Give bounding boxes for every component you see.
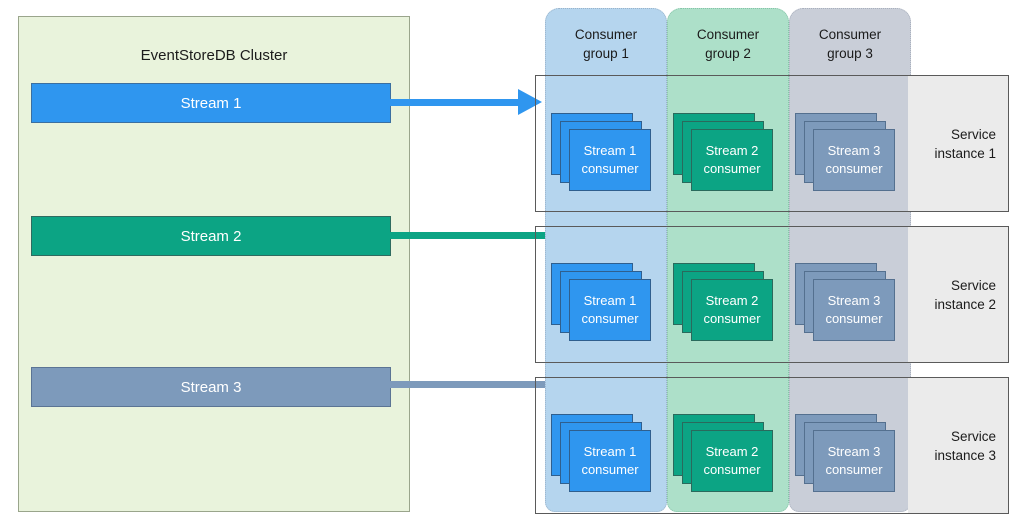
group-label-line-2: group 3 — [827, 46, 873, 61]
consumer-card-front: Stream 3 consumer — [813, 279, 895, 341]
service-label-line-2: instance 2 — [934, 296, 996, 312]
consumer-card-front: Stream 1 consumer — [569, 129, 651, 191]
consumer-label-line-1: Stream 1 — [583, 444, 637, 459]
eventstoredb-cluster-panel: EventStoreDB Cluster Stream 1 Stream 2 S… — [18, 16, 410, 512]
arrow-head — [518, 89, 542, 115]
consumer-card-front: Stream 1 consumer — [569, 430, 651, 492]
consumer-label-line-1: Stream 3 — [827, 293, 881, 308]
consumer-label-line-1: Stream 2 — [705, 293, 759, 308]
consumer-card-front: Stream 2 consumer — [691, 430, 773, 492]
group-label-line-1: Consumer — [818, 27, 882, 42]
cluster-title: EventStoreDB Cluster — [140, 47, 288, 64]
service-label-line-1: Service — [950, 126, 996, 142]
stream-2-box: Stream 2 — [31, 216, 391, 256]
service-instance-fill — [908, 378, 1008, 513]
consumer-label-line-2: consumer — [825, 311, 883, 326]
consumer-label-line-2: consumer — [825, 462, 883, 477]
service-label-line-2: instance 1 — [934, 145, 996, 161]
stream-2-consumer-stack-instance-3: Stream 2 consumer — [673, 414, 773, 496]
stream-3-consumer-stack-instance-1: Stream 3 consumer — [795, 113, 895, 195]
stream-3-consumer-stack-instance-3: Stream 3 consumer — [795, 414, 895, 496]
service-instance-2-label: Service instance 2 — [910, 227, 996, 362]
consumer-group-3-label: Consumer group 3 — [790, 25, 910, 63]
consumer-label-line-2: consumer — [581, 311, 639, 326]
stream-1-consumer-stack-instance-1: Stream 1 consumer — [551, 113, 651, 195]
service-instance-1-row: Service instance 1 — [535, 75, 1009, 212]
consumer-label-line-2: consumer — [703, 161, 761, 176]
group-label-line-1: Consumer — [574, 27, 638, 42]
arrow-shaft — [390, 99, 520, 106]
service-instance-2-row: Service instance 2 — [535, 226, 1009, 363]
service-label-line-2: instance 3 — [934, 447, 996, 463]
group-label-line-2: group 1 — [583, 46, 629, 61]
arrow-stream-1-to-group-1 — [390, 89, 542, 115]
consumer-label-line-1: Stream 3 — [827, 444, 881, 459]
consumer-card-front: Stream 2 consumer — [691, 129, 773, 191]
stream-3-consumer-stack-instance-2: Stream 3 consumer — [795, 263, 895, 345]
consumer-card-front: Stream 3 consumer — [813, 430, 895, 492]
stream-2-consumer-stack-instance-2: Stream 2 consumer — [673, 263, 773, 345]
service-label-line-1: Service — [950, 428, 996, 444]
consumer-label-line-2: consumer — [581, 161, 639, 176]
consumer-label-line-1: Stream 2 — [705, 444, 759, 459]
stream-1-consumer-stack-instance-2: Stream 1 consumer — [551, 263, 651, 345]
stream-1-consumer-stack-instance-3: Stream 1 consumer — [551, 414, 651, 496]
group-label-line-2: group 2 — [705, 46, 751, 61]
service-instance-1-label: Service instance 1 — [910, 76, 996, 211]
service-instance-3-label: Service instance 3 — [910, 378, 996, 513]
group-label-line-1: Consumer — [696, 27, 760, 42]
consumer-card-front: Stream 1 consumer — [569, 279, 651, 341]
consumer-label-line-2: consumer — [825, 161, 883, 176]
consumer-label-line-1: Stream 1 — [583, 143, 637, 158]
service-instance-3-row: Service instance 3 — [535, 377, 1009, 514]
consumer-label-line-2: consumer — [703, 462, 761, 477]
stream-1-box: Stream 1 — [31, 83, 391, 123]
consumer-label-line-2: consumer — [581, 462, 639, 477]
arrow-shaft — [390, 232, 648, 239]
consumer-label-line-1: Stream 2 — [705, 143, 759, 158]
consumer-label-line-2: consumer — [703, 311, 761, 326]
consumer-group-1-label: Consumer group 1 — [546, 25, 666, 63]
stream-2-consumer-stack-instance-1: Stream 2 consumer — [673, 113, 773, 195]
consumer-label-line-1: Stream 1 — [583, 293, 637, 308]
consumer-card-front: Stream 3 consumer — [813, 129, 895, 191]
consumer-group-2-label: Consumer group 2 — [668, 25, 788, 63]
consumer-label-line-1: Stream 3 — [827, 143, 881, 158]
service-label-line-1: Service — [950, 277, 996, 293]
service-instance-fill — [908, 76, 1008, 211]
consumer-card-front: Stream 2 consumer — [691, 279, 773, 341]
stream-3-box: Stream 3 — [31, 367, 391, 407]
service-instance-fill — [908, 227, 1008, 362]
